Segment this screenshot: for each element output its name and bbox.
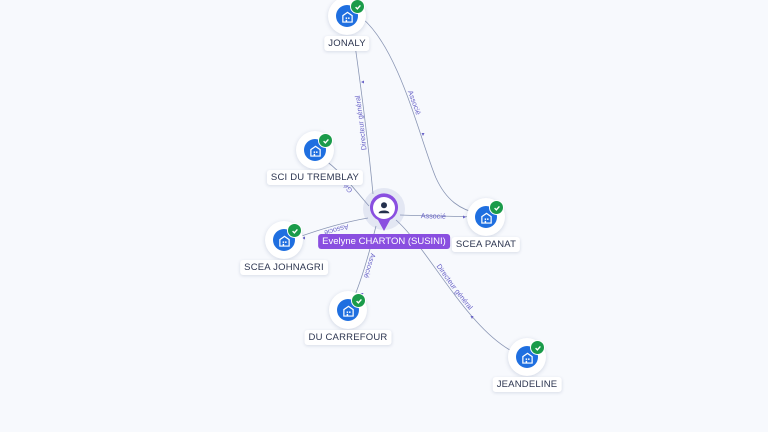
verified-check-icon	[350, 0, 365, 14]
verified-check-icon	[287, 223, 302, 238]
edge-arrow	[463, 215, 466, 219]
edge-arrow	[470, 316, 474, 319]
edge-jeandeline	[395, 219, 521, 356]
edge-arrow	[421, 133, 425, 136]
verified-check-icon	[318, 133, 333, 148]
verified-check-icon	[530, 340, 545, 355]
edge-arrow	[302, 236, 305, 240]
company-label: SCEA PANAT	[451, 237, 521, 252]
company-label: SCI DU TREMBLAY	[266, 170, 364, 185]
verified-check-icon	[351, 293, 366, 308]
company-label: JONALY	[324, 36, 370, 51]
person-icon	[370, 193, 398, 231]
edge-jonaly-scea-panat	[361, 17, 481, 215]
company-label: JEANDELINE	[492, 377, 562, 392]
edge-label-du-carrefour: Associé	[362, 252, 378, 279]
edge-label-jonaly-scea-panat: Associé	[406, 89, 423, 116]
edge-jonaly	[354, 44, 374, 195]
verified-check-icon	[489, 200, 504, 215]
edge-label-jeandeline: Directeur général	[435, 262, 475, 312]
person-name-label: Evelyne CHARTON (SUSINI)	[318, 234, 450, 249]
edge-arrow	[361, 80, 364, 84]
edge-label-scea-panat: Associé	[421, 211, 446, 221]
edge-label-jonaly: Directeur général	[353, 95, 369, 151]
company-label: SCEA JOHNAGRI	[240, 260, 328, 275]
company-label: DU CARREFOUR	[304, 330, 392, 345]
